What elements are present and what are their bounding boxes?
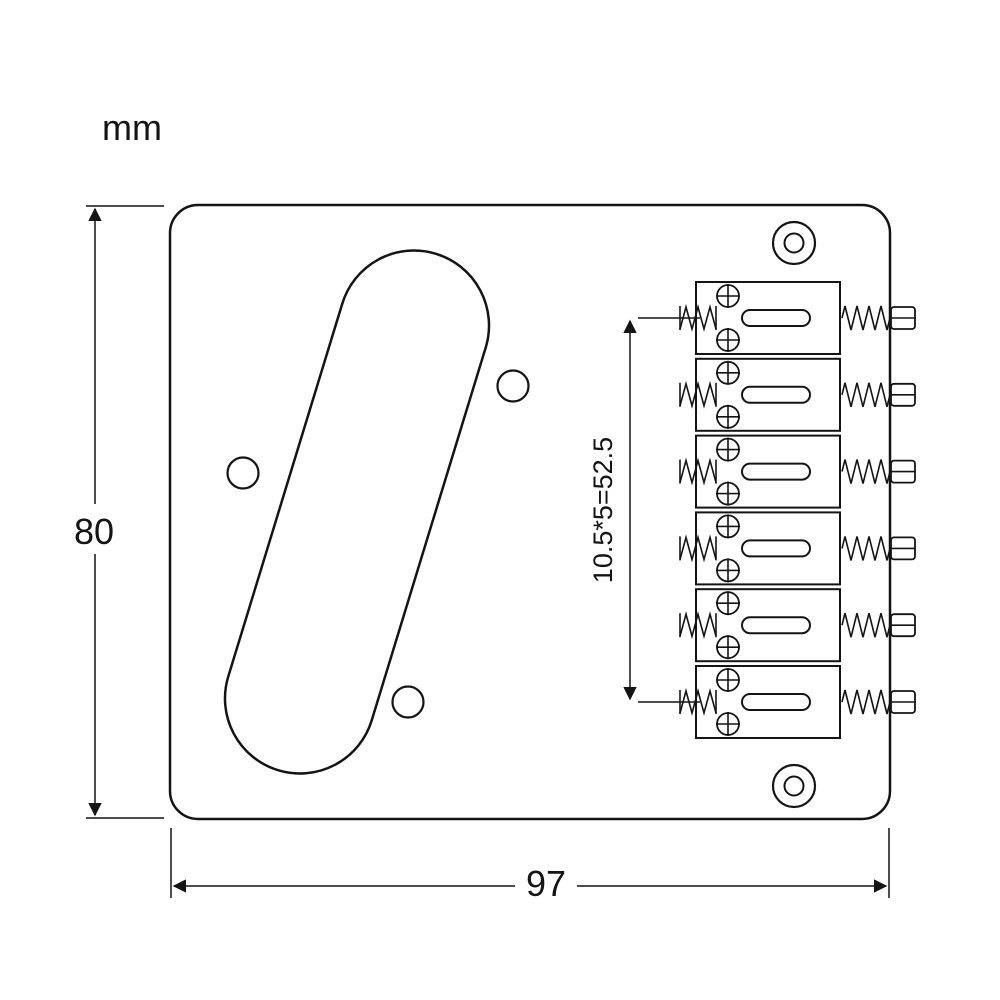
screw-hole-left bbox=[226, 456, 260, 490]
pickup-cavity-slot bbox=[223, 249, 491, 775]
string-spacing-dimension bbox=[623, 317, 700, 703]
unit-label: mm bbox=[102, 107, 162, 148]
mounting-hole-top-right bbox=[771, 220, 817, 266]
mounting-hole-bottom-right bbox=[771, 763, 817, 809]
string-spacing-dimension-label: 10.5*5=52.5 bbox=[588, 437, 618, 583]
width-dimension-label: 97 bbox=[526, 863, 566, 904]
screw-hole-top bbox=[496, 369, 530, 403]
height-dimension-label: 80 bbox=[74, 511, 114, 552]
width-label-backing bbox=[515, 860, 577, 904]
height-label-backing bbox=[68, 504, 120, 554]
screw-hole-bottom bbox=[391, 685, 425, 719]
